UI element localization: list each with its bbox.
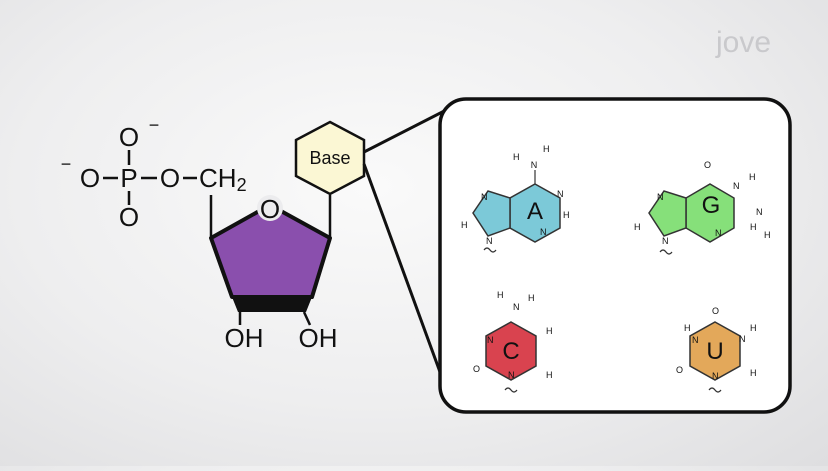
adenine-structure: A N H H H N H N N N <box>461 144 570 253</box>
uracil-attachment <box>708 387 722 393</box>
phosphate-oxygen-bottom: O <box>119 202 139 232</box>
uracil-n3: N <box>739 334 746 344</box>
cytosine-h1: H <box>497 290 504 300</box>
zoom-lines <box>362 103 457 373</box>
guanine-imidazole-ring <box>648 190 687 237</box>
guanine-h1: H <box>749 172 756 182</box>
guanine-amine-n: N <box>756 207 763 217</box>
guanine-h2: H <box>750 222 757 232</box>
cytosine-structure: C H N H H H N O N <box>473 290 553 393</box>
adenine-attachment <box>483 247 497 253</box>
uracil-h2: H <box>750 368 757 378</box>
cytosine-h3: H <box>546 326 553 336</box>
bond-oh-right <box>302 311 312 326</box>
charge-left: − <box>61 154 72 174</box>
cytosine-amine-n: N <box>513 302 520 312</box>
adenine-amine-n: N <box>531 160 538 170</box>
hydroxyl-left: OH <box>225 323 264 353</box>
phosphate-oxygen-right: O <box>160 163 180 193</box>
base-hexagon <box>294 120 366 196</box>
zoom-line-top <box>363 103 457 154</box>
uracil-ring <box>689 321 741 381</box>
base-letter-c: C <box>502 338 519 365</box>
jove-logo: jove <box>716 26 772 59</box>
uracil-structure: U O N H H H N O N <box>676 306 757 393</box>
phosphate-oxygen-left: O <box>80 163 100 193</box>
phosphate-oxygen-top: O <box>119 122 139 152</box>
uracil-h1: H <box>750 323 757 333</box>
base-letter-g: G <box>702 192 721 219</box>
cytosine-h4: H <box>546 370 553 380</box>
guanine-h3: H <box>764 230 771 240</box>
base-hexagon-group: Base <box>294 120 366 196</box>
hydroxyl-right: OH <box>299 323 338 353</box>
uracil-h3: H <box>684 323 691 333</box>
guanine-n7: N <box>657 192 664 202</box>
base-letter-u: U <box>706 338 723 365</box>
guanine-o: O <box>704 160 711 170</box>
zoom-line-bottom <box>362 163 442 373</box>
adenine-n9: N <box>486 236 493 246</box>
guanine-h4: H <box>634 222 641 232</box>
adenine-imidazole-ring <box>472 190 511 237</box>
uracil-n1: N <box>692 335 699 345</box>
cytosine-n3: N <box>487 335 494 345</box>
uracil-o-bottom: O <box>676 365 683 375</box>
adenine-n7: N <box>481 192 488 202</box>
cytosine-o: O <box>473 364 480 374</box>
uracil-n-bottom: N <box>712 371 719 381</box>
adenine-h3: H <box>461 220 468 230</box>
guanine-n1: N <box>733 181 740 191</box>
cytosine-h2: H <box>528 293 535 303</box>
adenine-h1: H <box>513 152 520 162</box>
guanine-attachment <box>659 249 673 255</box>
adenine-n3: N <box>540 227 547 237</box>
phosphate-group: O − − O P O O CH2 <box>61 115 247 232</box>
ribose-sugar: O OH OH <box>209 194 338 353</box>
guanine-structure: G O N H N H H N H N N <box>634 160 771 255</box>
guanine-n3: N <box>715 228 722 238</box>
base-letter-a: A <box>527 198 543 225</box>
cytosine-ring <box>485 321 537 381</box>
cytosine-attachment <box>504 387 518 393</box>
uracil-o-top: O <box>712 306 719 316</box>
adenine-n1: N <box>557 189 564 199</box>
guanine-n9: N <box>662 236 669 246</box>
adenine-h4: H <box>563 210 570 220</box>
ring-oxygen: O <box>260 194 280 224</box>
sugar-ring-thick-edge <box>232 297 312 312</box>
ring-oxygen-gap <box>257 195 283 221</box>
ch2-label: CH2 <box>199 163 247 195</box>
adenine-h2: H <box>543 144 550 154</box>
phosphate-bonds <box>103 150 197 205</box>
cytosine-n1: N <box>508 370 515 380</box>
phosphorus-atom: P <box>120 163 137 193</box>
base-label: Base <box>309 148 350 168</box>
charge-top: − <box>149 115 160 135</box>
